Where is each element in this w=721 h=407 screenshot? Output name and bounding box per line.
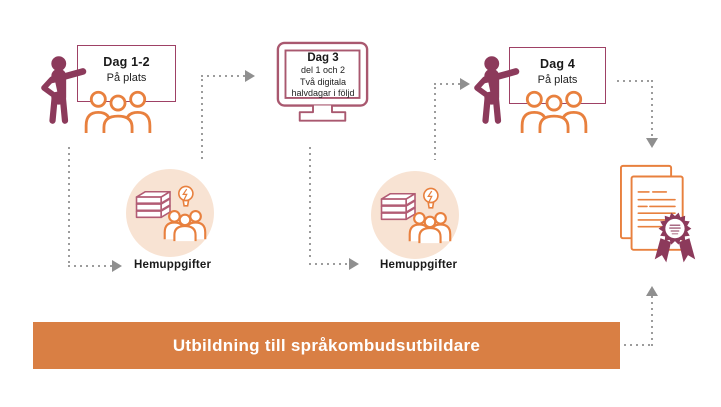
arrow-banner-to-certificate-h [624, 344, 653, 346]
lightbulb-icon [178, 185, 194, 207]
step-title: Dag 1-2 [103, 55, 150, 69]
homework-label-1: Hemuppgifter [134, 259, 212, 271]
title-banner: Utbildning till språkombudsutbildare [33, 322, 620, 369]
homework-icon-1 [135, 185, 207, 242]
step-line: Två digitala [299, 76, 347, 87]
presenter-icon [474, 56, 520, 124]
monitor-icon [276, 41, 369, 122]
homework-label-2: Hemuppgifter [380, 259, 458, 271]
arrow-homework2-to-step3-h [434, 83, 461, 85]
monitor-screen-text: Dag 3 del 1 och 2 Två digitala halvdagar… [287, 51, 359, 100]
arrow-step1-to-homework1-h [68, 265, 112, 267]
homework-icon-2 [380, 187, 452, 244]
arrow-step1-to-homework1 [68, 147, 70, 263]
people-group-icon [163, 210, 207, 242]
step-line: halvdagar i följd [291, 88, 355, 98]
arrow-step2-to-homework2-v [309, 147, 311, 259]
audience-icon [520, 90, 588, 133]
step-title: Dag 4 [539, 57, 576, 71]
step-subtitle: På plats [106, 72, 147, 84]
step-title: Dag 3 [307, 52, 339, 64]
award-rosette-icon [654, 212, 696, 263]
audience-icon [84, 90, 152, 133]
whiteboard-day4: Dag 4 På plats [509, 47, 606, 104]
arrowhead-right-icon [349, 258, 359, 270]
arrowhead-right-icon [460, 78, 470, 90]
lightbulb-icon [423, 187, 439, 209]
certificate-documents-icon [620, 164, 696, 263]
arrowhead-down-icon [646, 138, 658, 148]
arrow-banner-to-certificate-v [651, 296, 653, 346]
arrow-homework1-to-step2-v [201, 79, 203, 162]
arrowhead-right-icon [112, 260, 122, 272]
step-line: del 1 och 2 [300, 65, 346, 75]
arrowhead-up-icon [646, 286, 658, 296]
arrow-step2-to-homework2-h [309, 263, 349, 265]
arrowhead-right-icon [245, 70, 255, 82]
arrow-step3-to-certificate-v [651, 80, 653, 138]
presenter-icon [41, 56, 87, 124]
arrow-homework2-to-step3-v [434, 87, 436, 160]
people-group-icon [408, 212, 452, 244]
arrow-homework1-to-step2-h [201, 75, 245, 77]
arrow-step3-to-certificate-h [617, 80, 653, 82]
step-subtitle: På plats [537, 74, 578, 86]
banner-title: Utbildning till språkombudsutbildare [172, 335, 481, 355]
